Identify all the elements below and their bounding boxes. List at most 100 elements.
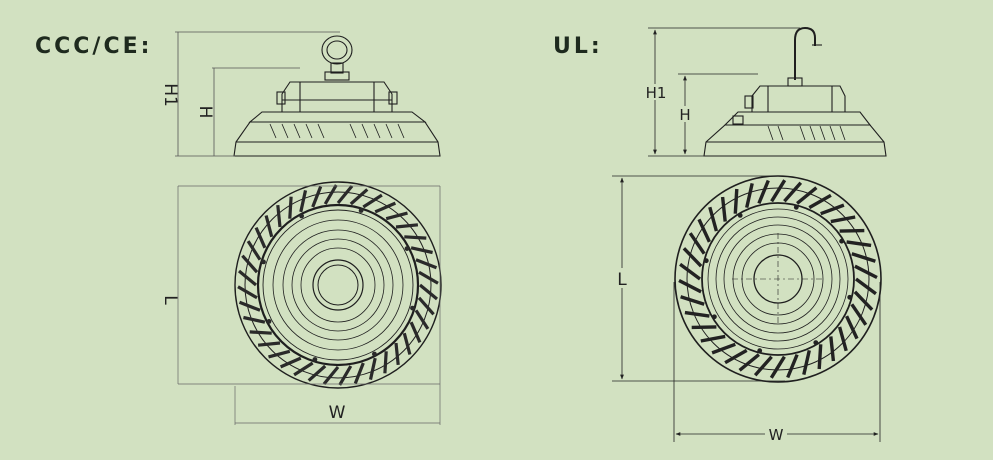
driver-housing — [281, 81, 393, 113]
ul-plan-dimensions — [612, 175, 881, 442]
ul-side-view — [703, 26, 887, 157]
heatsink-fin — [846, 240, 872, 248]
heatsink-fin — [796, 186, 818, 205]
heatsink-fin — [353, 362, 365, 385]
heatsink-fin — [733, 188, 739, 214]
heatsink-fin — [257, 341, 281, 347]
heatsink-fin — [362, 193, 383, 209]
heatsink-fin — [394, 342, 400, 366]
mounting-bolt — [299, 213, 304, 219]
mounting-bolt — [703, 258, 709, 264]
mounting-bolt — [712, 314, 717, 320]
ul-dim-w-label: W — [769, 426, 784, 444]
heatsink-fin — [720, 196, 727, 222]
heatsink-fin — [850, 303, 868, 326]
mounting-bolt — [737, 213, 743, 218]
heatsink-fin — [311, 185, 323, 208]
heatsink-fin — [802, 350, 811, 375]
heatsink-fin — [418, 270, 439, 285]
heatsink-fin — [853, 290, 874, 311]
heatsink-fin — [349, 188, 369, 206]
heatsink-fin — [254, 226, 267, 249]
heatsink-fin — [418, 283, 439, 301]
heatsink-fin — [691, 325, 717, 330]
heatsink-fin — [322, 365, 340, 386]
heatsink-fin — [237, 269, 258, 287]
ul-height-dimensions — [648, 27, 800, 157]
heatsink-fin — [711, 342, 736, 355]
heatsink-fin — [680, 295, 705, 306]
certification-label-ul: UL: — [553, 34, 603, 59]
heatsink-fin — [724, 348, 748, 365]
ccc-dim-h1-label: H1 — [160, 83, 180, 107]
heatsink-fin — [338, 365, 353, 386]
ccc-top-view — [234, 181, 442, 389]
heatsink-fin — [783, 181, 803, 203]
ul-dim-h-label: H — [679, 106, 690, 124]
ul-dim-h1-label: H1 — [646, 84, 667, 102]
heatsink-body — [233, 121, 441, 157]
heatsink-body — [703, 124, 887, 157]
heatsink-fin — [700, 334, 726, 343]
heatsink-fin — [368, 357, 377, 380]
heatsink-fin — [409, 321, 422, 344]
heatsink-fin — [808, 193, 832, 210]
ccc-dim-l-label: L — [160, 295, 180, 305]
heatsink-fin — [817, 344, 823, 370]
heatsink-fin — [276, 204, 282, 228]
heatsink-fin — [307, 364, 327, 382]
heatsink-fin — [288, 196, 293, 219]
heatsink-fin — [854, 277, 877, 296]
heatsink-fin — [385, 211, 408, 221]
heatsink-fin — [323, 184, 338, 205]
heatsink-fin — [402, 332, 412, 355]
heatsink-fin — [851, 252, 876, 263]
heatsink-fin — [745, 183, 754, 208]
heatsink-fin — [417, 296, 435, 316]
heatsink-fin — [682, 247, 703, 268]
heatsink-fin — [383, 351, 388, 374]
heatsink-fin — [415, 258, 438, 270]
ccc-height-dimensions — [175, 31, 340, 157]
mounting-bolt — [372, 351, 377, 357]
mounting-bolt — [358, 208, 364, 213]
heatsink-fin — [688, 232, 706, 255]
heatsink-fin — [279, 356, 302, 369]
mounting-bolt — [266, 319, 272, 324]
heatsink-fin — [757, 179, 770, 205]
heatsink-fin — [820, 203, 845, 216]
heatsink-fin — [837, 326, 848, 352]
mounting-bolt — [261, 259, 266, 265]
heatsink-fin — [738, 353, 760, 372]
heatsink-fin — [395, 223, 419, 229]
heatsink-fin — [249, 330, 272, 335]
heatsink-fin — [241, 254, 259, 274]
mounting-bolt — [839, 238, 844, 244]
ccc-dim-w-label: W — [329, 403, 346, 423]
heatsink-fin — [786, 353, 799, 379]
ul-top-view — [674, 175, 882, 383]
driver-housing — [751, 85, 846, 113]
heatsink-fin — [829, 336, 836, 362]
ccc-plan-dimensions — [177, 185, 441, 425]
heatsink-fin — [839, 228, 865, 233]
center-lens — [312, 259, 364, 311]
heatsink-fin — [238, 300, 261, 312]
heatsink-fin — [708, 206, 719, 232]
certification-label-ccc-ce: CCC/CE: — [35, 34, 153, 59]
heatsink-fin — [410, 246, 433, 255]
heatsink-fin — [268, 349, 291, 359]
heatsink-fin — [404, 235, 427, 240]
heatsink-fin — [770, 179, 787, 203]
heatsink-fin — [845, 315, 859, 340]
heatsink-fin — [414, 309, 430, 330]
mounting-bolt — [793, 204, 799, 210]
heatsink-fin — [769, 355, 786, 379]
heatsink-fin — [830, 215, 856, 224]
mounting-bolt — [813, 340, 819, 345]
ccc-dim-h-label: H — [195, 106, 215, 119]
heatsink-fin — [753, 355, 773, 377]
mounting-bolt — [410, 305, 415, 311]
